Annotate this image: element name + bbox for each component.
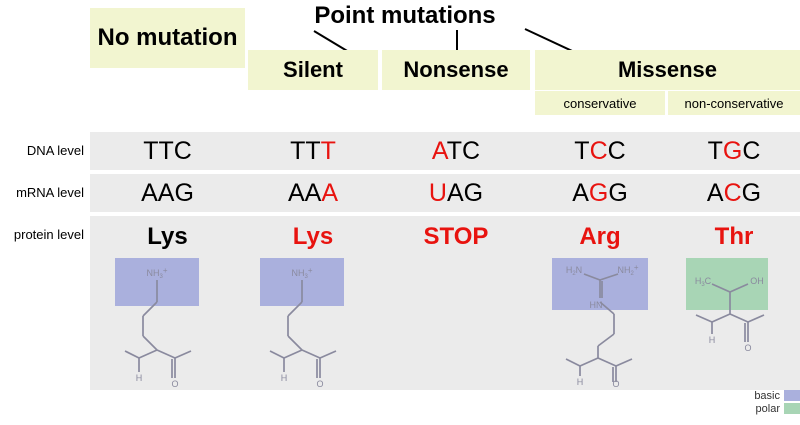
side-chain-label-h3c: H3C xyxy=(695,276,712,288)
legend-swatch-basic xyxy=(784,390,800,401)
side-chain-label-h2n: H2N xyxy=(566,265,582,277)
protein-label-silent: Lys xyxy=(292,223,334,250)
dna-sequence-no-mutation: TTC xyxy=(143,136,192,165)
backbone-label-o: O xyxy=(612,379,619,388)
dna-cell-nonsense: ATC xyxy=(382,132,530,170)
protein-cell-silent: Lys NH3+ H O xyxy=(248,216,378,390)
backbone-label-n: H xyxy=(709,335,716,345)
backbone-label-n: H xyxy=(577,377,584,387)
side-chain-label-nh2: NH2+ xyxy=(617,263,638,277)
protein-label-missense-non-conservative: Thr xyxy=(714,223,754,250)
structure-arginine-missense-conservative: H2N NH2+ HN H O xyxy=(535,258,665,388)
header-silent: Silent xyxy=(248,50,378,90)
dna-sequence-missense-conservative: TCC xyxy=(574,136,626,165)
mrna-sequence-row: AAG AAA UAG AGG ACG xyxy=(90,174,800,212)
legend-item-polar: polar xyxy=(735,402,800,415)
dna-cell-missense-conservative: TCC xyxy=(535,132,665,170)
dna-sequence-nonsense: ATC xyxy=(431,136,481,165)
lysine-skeleton: NH3+ H O xyxy=(114,258,199,388)
dna-cell-silent: TTT xyxy=(248,132,378,170)
backbone-label-n: H xyxy=(135,373,142,383)
protein-cell-no-mutation: Lys NH3+ H O xyxy=(90,216,245,390)
mrna-sequence-silent: AAA xyxy=(287,178,339,207)
mrna-sequence-no-mutation: AAG xyxy=(141,178,194,207)
side-chain-label-oh: OH xyxy=(750,276,764,286)
polar-highlight xyxy=(686,258,768,310)
protein-cell-nonsense: STOP xyxy=(382,216,530,390)
protein-label-no-mutation: Lys xyxy=(147,223,188,250)
backbone-label-n: H xyxy=(281,373,288,383)
backbone-label-o: O xyxy=(744,343,751,353)
dna-cell-no-mutation: TTC xyxy=(90,132,245,170)
header-non-conservative: non-conservative xyxy=(668,91,800,115)
mrna-sequence-nonsense: UAG xyxy=(428,178,484,207)
structure-lysine-silent: NH3+ H O xyxy=(248,258,378,388)
side-chain-label-hn: HN xyxy=(590,300,603,310)
protein-row: Lys NH3+ H O Lys xyxy=(90,216,800,390)
mrna-cell-no-mutation: AAG xyxy=(90,174,245,212)
structure-lysine-no-mutation: NH3+ H O xyxy=(90,258,245,388)
mrna-cell-missense-conservative: AGG xyxy=(535,174,665,212)
connector-line-nonsense xyxy=(456,30,458,52)
legend: basic polar xyxy=(735,389,800,415)
protein-label-nonsense: STOP xyxy=(423,223,489,250)
dna-cell-missense-non-conservative: TGC xyxy=(668,132,800,170)
header-missense: Missense xyxy=(535,50,800,90)
mrna-sequence-missense-conservative: AGG xyxy=(572,178,628,207)
dna-sequence-silent: TTT xyxy=(290,136,336,165)
row-label-protein: protein level xyxy=(13,227,84,242)
legend-label-polar: polar xyxy=(755,402,780,415)
mrna-cell-missense-non-conservative: ACG xyxy=(668,174,800,212)
mrna-cell-nonsense: UAG xyxy=(382,174,530,212)
side-chain-label-nh3: NH3+ xyxy=(291,266,312,280)
arginine-skeleton: H2N NH2+ HN H O xyxy=(552,258,648,388)
lysine-skeleton: NH3+ H O xyxy=(260,258,344,388)
dna-sequence-missense-non-conservative: TGC xyxy=(707,136,761,165)
backbone-label-o: O xyxy=(316,379,323,388)
protein-cell-missense-conservative: Arg H2N NH2+ HN H xyxy=(535,216,665,390)
dna-sequence-row: TTC TTT ATC TCC TGC xyxy=(90,132,800,170)
side-chain-label-nh3: NH3+ xyxy=(146,266,167,280)
row-label-dna: DNA level xyxy=(26,143,84,158)
structure-threonine-missense-non-conservative: H3C OH H O xyxy=(668,258,800,388)
legend-item-basic: basic xyxy=(735,389,800,402)
mrna-cell-silent: AAA xyxy=(248,174,378,212)
protein-label-missense-conservative: Arg xyxy=(579,223,621,250)
header-no-mutation: No mutation xyxy=(90,8,245,68)
row-label-mrna: mRNA level xyxy=(16,185,84,200)
protein-cell-missense-non-conservative: Thr H3C OH H O xyxy=(668,216,800,390)
threonine-skeleton: H3C OH H O xyxy=(686,258,768,353)
legend-swatch-polar xyxy=(784,403,800,414)
backbone-label-o: O xyxy=(171,379,178,388)
mrna-sequence-missense-non-conservative: ACG xyxy=(706,178,762,207)
header-nonsense: Nonsense xyxy=(382,50,530,90)
diagram-title: Point mutations xyxy=(314,2,496,29)
header-conservative: conservative xyxy=(535,91,665,115)
legend-label-basic: basic xyxy=(754,389,780,402)
